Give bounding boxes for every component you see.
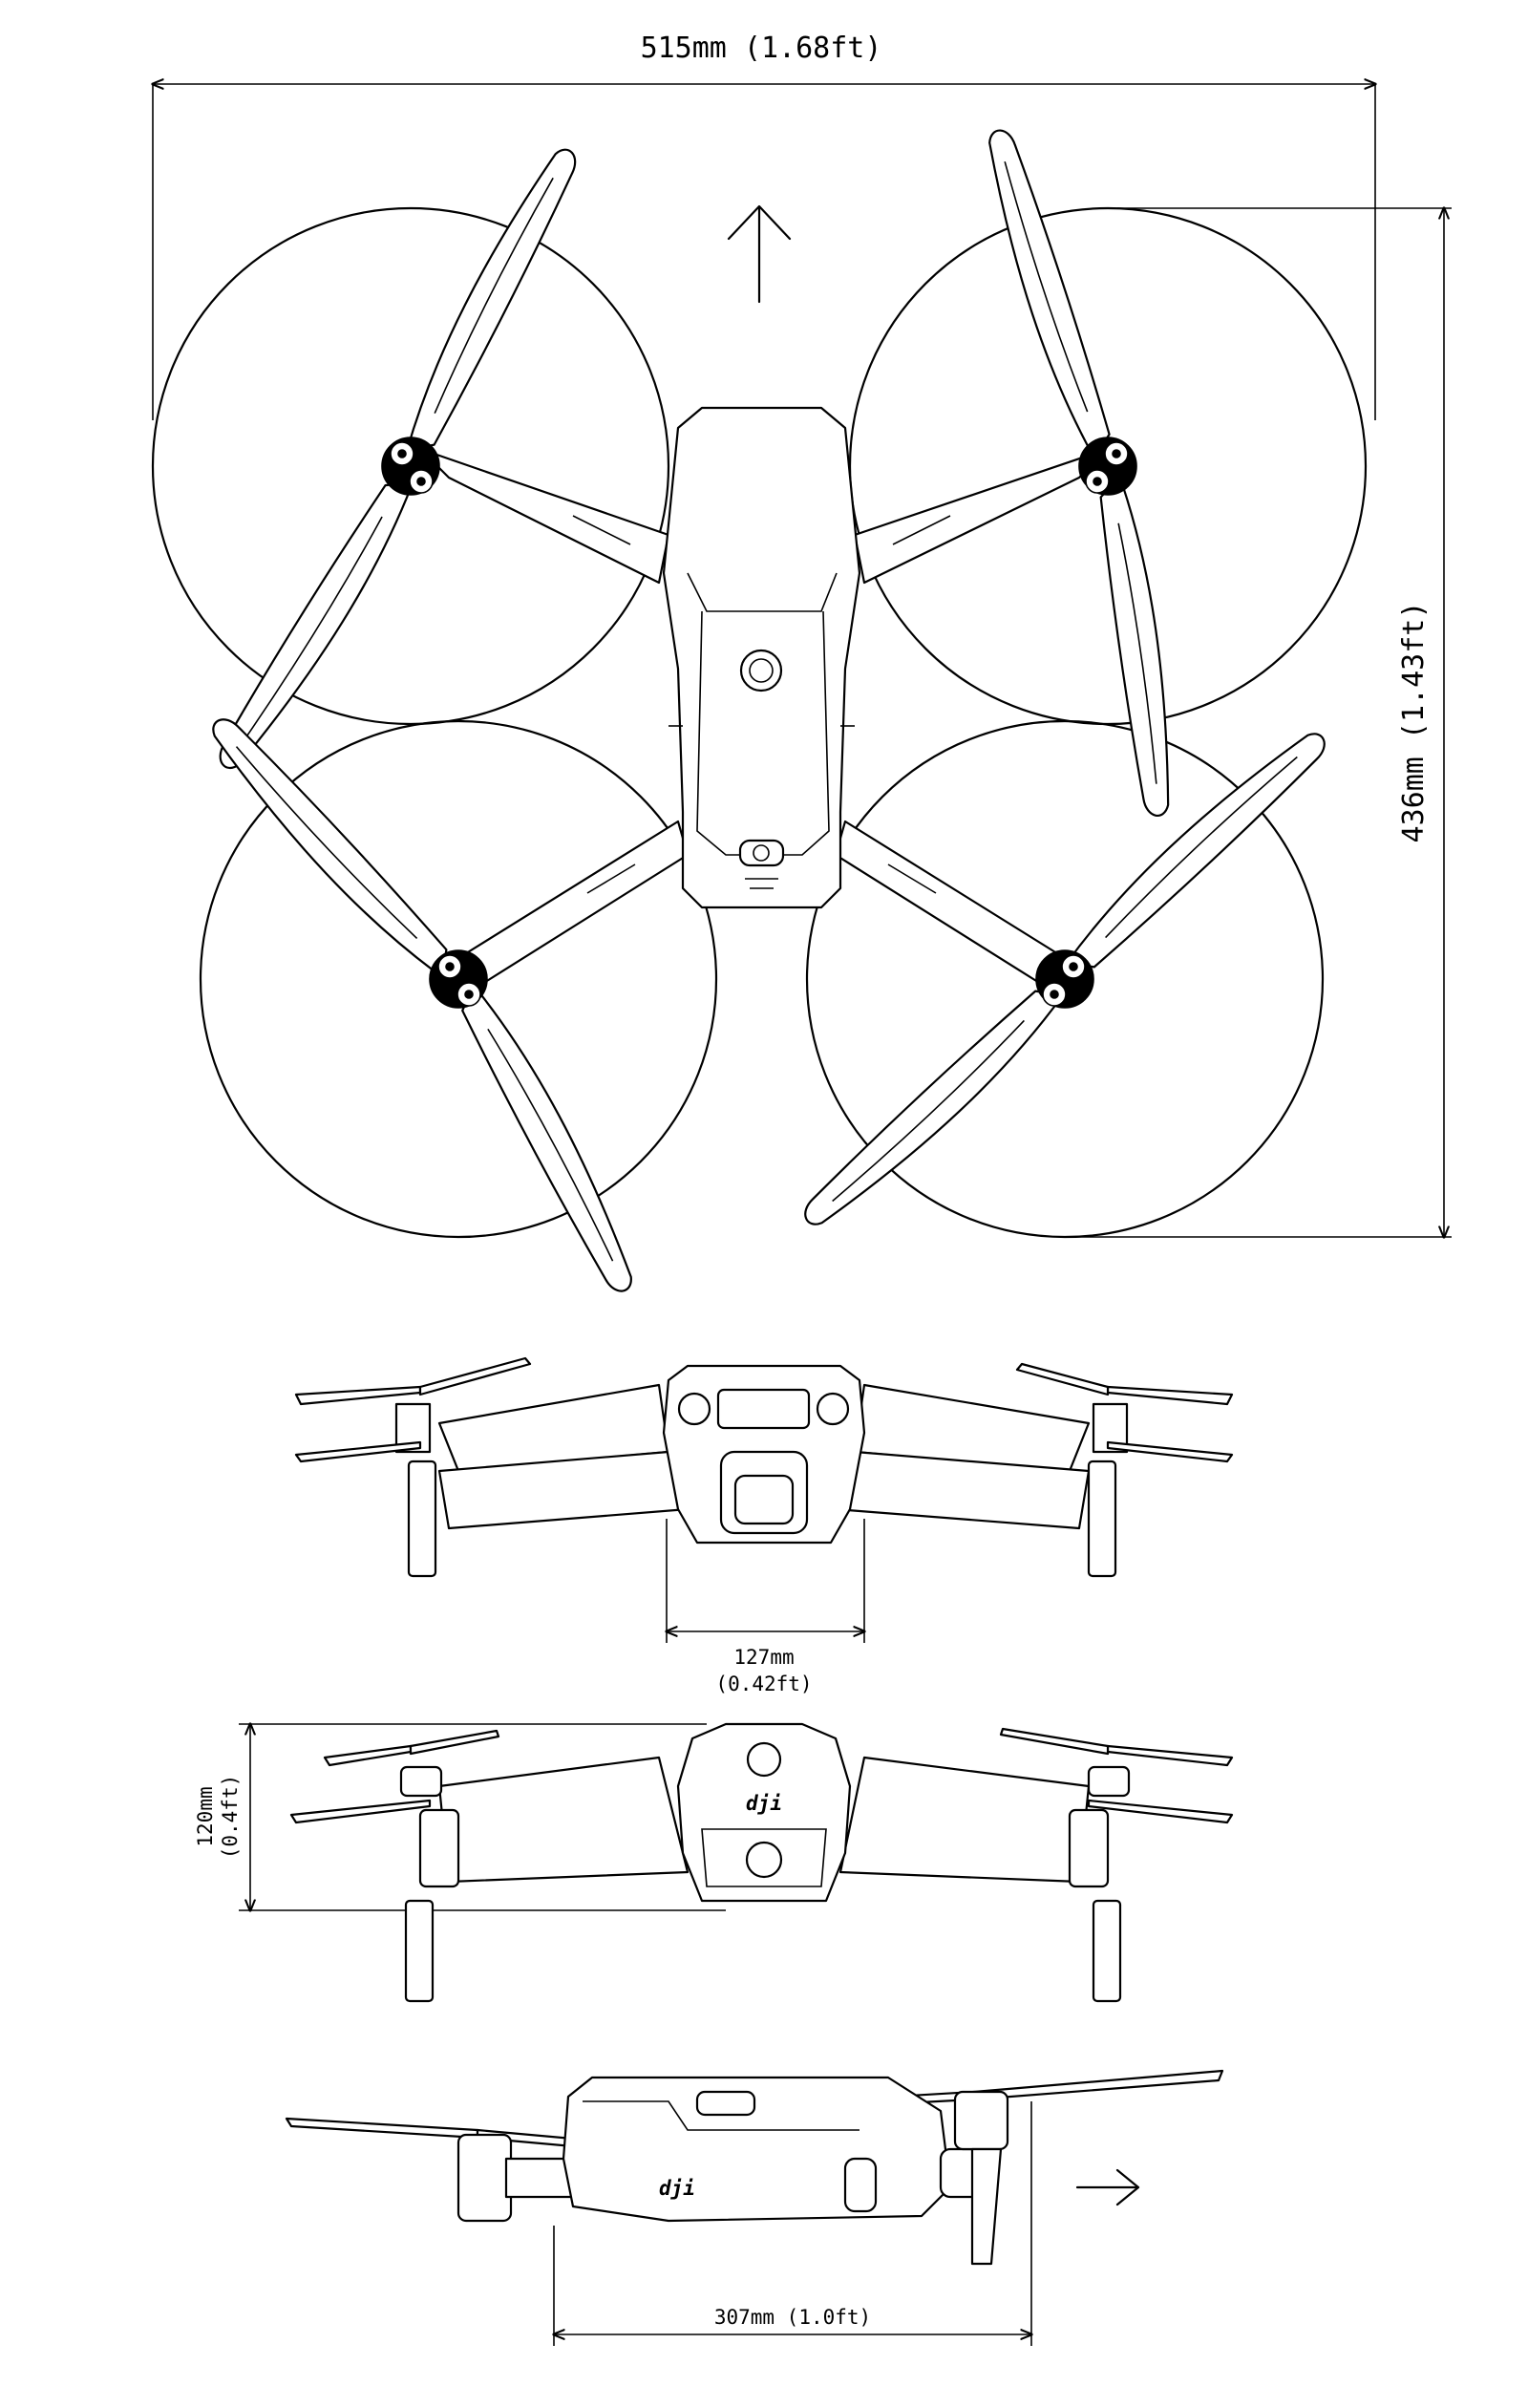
depth-dimension-label: 436mm (1.43ft) <box>1397 602 1431 843</box>
propeller-rear-right <box>798 690 1331 1268</box>
forward-direction-arrow-icon <box>1075 2168 1140 2206</box>
propeller-front-left <box>215 128 580 796</box>
rear-view: 120mm (0.4ft) dji <box>194 1724 1234 2003</box>
propeller-rear-left <box>169 713 689 1297</box>
propeller-front-right <box>926 124 1235 820</box>
front-width-unit-label: (0.42ft) <box>715 1673 812 1695</box>
top-sensor <box>739 649 783 693</box>
front-width-label: 127mm <box>733 1646 794 1669</box>
drone-body-top <box>662 406 861 909</box>
prop-circle-rear-left <box>199 719 718 1239</box>
rear-sensor <box>745 1841 783 1879</box>
drone-arms <box>418 447 1110 986</box>
side-length-label: 307mm (1.0ft) <box>714 2306 871 2329</box>
top-view: 515mm (1.68ft) 436mm (1.43ft) <box>151 32 1452 1297</box>
dji-logo: dji <box>746 1792 782 1815</box>
dji-logo-side: dji <box>659 2177 695 2200</box>
height-unit-label: (0.4ft) <box>219 1775 242 1860</box>
prop-circle-rear-right <box>805 719 1325 1239</box>
prop-circle-front-left <box>151 206 670 726</box>
side-view: dji 307mm (1.0ft) <box>285 2069 1224 2346</box>
width-dimension-label: 515mm (1.68ft) <box>641 32 882 65</box>
front-view: 127mm (0.42ft) <box>294 1356 1234 1695</box>
height-label: 120mm <box>194 1786 217 1846</box>
forward-arrow-icon <box>727 204 792 304</box>
